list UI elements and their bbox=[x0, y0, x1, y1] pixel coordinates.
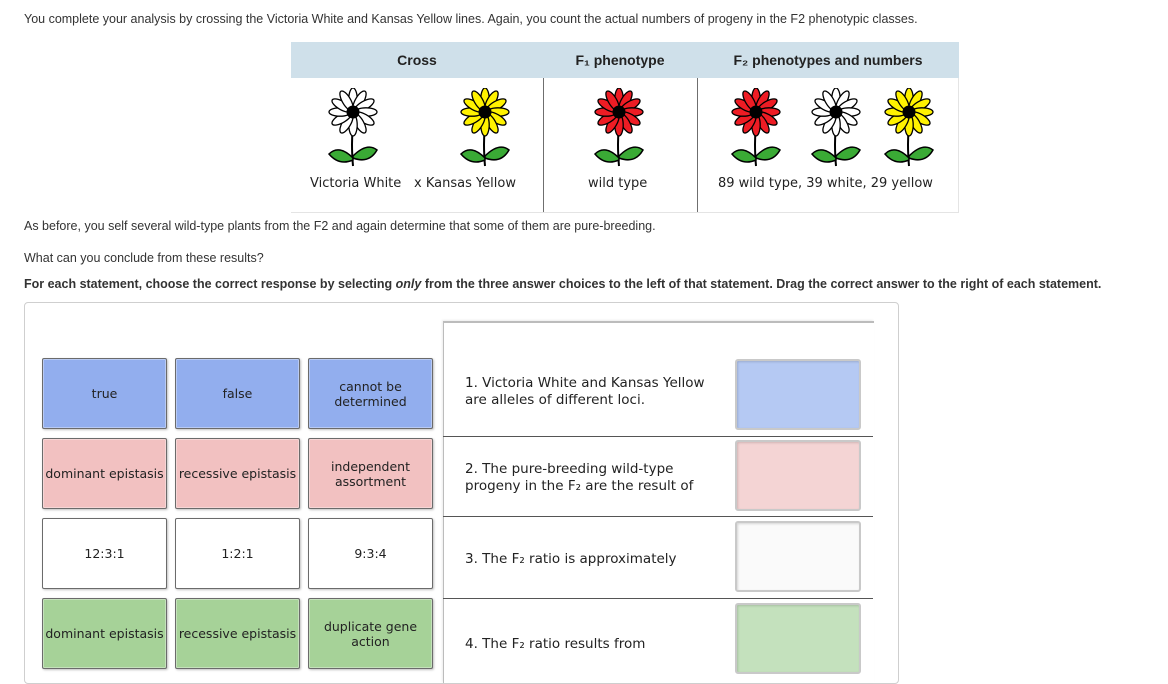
answer-dominant-epistasis[interactable]: dominant epistasis bbox=[42, 438, 167, 509]
yellow-flower-icon bbox=[459, 88, 510, 167]
header-f2-phenotypes: F₂ phenotypes and numbers bbox=[733, 52, 923, 68]
answer-independent-assortment[interactable]: independent assortment bbox=[308, 438, 433, 509]
answer-true[interactable]: true bbox=[42, 358, 167, 429]
drop-target-statement-4[interactable] bbox=[735, 603, 861, 674]
drop-target-statement-1[interactable] bbox=[735, 359, 861, 430]
statement-2: 2. The pure-breeding wild-type progeny i… bbox=[465, 461, 694, 494]
white-flower-icon bbox=[810, 88, 861, 167]
answer-false[interactable]: false bbox=[175, 358, 300, 429]
yellow-flower-icon bbox=[883, 88, 934, 167]
white-flower-icon bbox=[327, 88, 378, 167]
answer-12-3-1[interactable]: 12:3:1 bbox=[42, 518, 167, 589]
red-flower-icon bbox=[730, 88, 781, 167]
table-right-rule bbox=[958, 78, 959, 213]
cross-table-header bbox=[291, 42, 959, 78]
statement-4: 4. The F₂ ratio results from bbox=[465, 636, 646, 652]
caption-f2-counts: 89 wild type, 39 white, 29 yellow bbox=[718, 176, 933, 191]
statement-divider bbox=[443, 598, 873, 599]
column-divider bbox=[697, 78, 698, 213]
drop-target-statement-2[interactable] bbox=[735, 440, 861, 511]
statement-divider bbox=[443, 516, 873, 517]
instruction-text: For each statement, choose the correct r… bbox=[24, 277, 1102, 291]
intro-text: You complete your analysis by crossing t… bbox=[24, 12, 918, 26]
caption-kansas-yellow: x Kansas Yellow bbox=[414, 176, 516, 191]
caption-victoria-white: Victoria White bbox=[310, 176, 402, 191]
answer-cannot-be-determined[interactable]: cannot be determined bbox=[308, 358, 433, 429]
answer-recessive-epistasis[interactable]: recessive epistasis bbox=[175, 438, 300, 509]
header-cross: Cross bbox=[397, 52, 437, 68]
answer-dominant-epistasis[interactable]: dominant epistasis bbox=[42, 598, 167, 669]
question-text: What can you conclude from these results… bbox=[24, 251, 264, 265]
answer-9-3-4[interactable]: 9:3:4 bbox=[308, 518, 433, 589]
column-divider bbox=[543, 78, 544, 213]
answer-1-2-1[interactable]: 1:2:1 bbox=[175, 518, 300, 589]
statements-panel bbox=[443, 321, 874, 683]
selfing-text: As before, you self several wild-type pl… bbox=[24, 219, 656, 233]
caption-f1-wild-type: wild type bbox=[588, 176, 648, 191]
statement-3: 3. The F₂ ratio is approximately bbox=[465, 551, 677, 567]
table-bottom-rule bbox=[291, 212, 959, 213]
drop-target-statement-3[interactable] bbox=[735, 521, 861, 592]
statement-1: 1. Victoria White and Kansas Yellow are … bbox=[465, 375, 705, 408]
statement-divider bbox=[443, 436, 873, 437]
cross-table: Cross F₁ phenotype F₂ phenotypes and num… bbox=[291, 42, 959, 213]
red-flower-icon bbox=[593, 88, 644, 167]
answer-recessive-epistasis[interactable]: recessive epistasis bbox=[175, 598, 300, 669]
answer-duplicate-gene-action[interactable]: duplicate gene action bbox=[308, 598, 433, 669]
header-f1-phenotype: F₁ phenotype bbox=[575, 52, 665, 68]
